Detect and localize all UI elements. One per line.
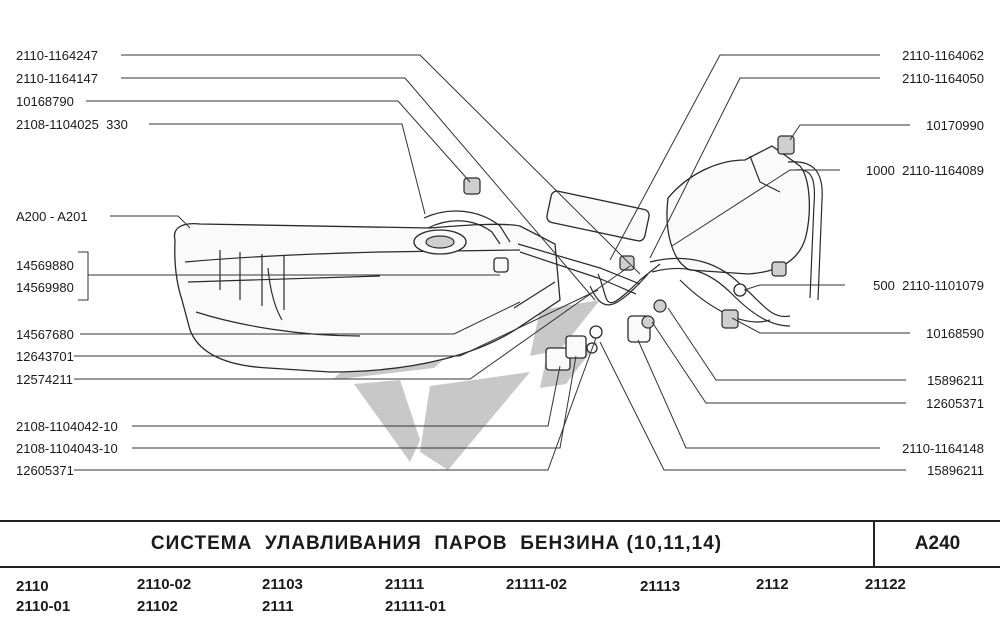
callouts-left: 2110-1164247 2110-1164147 10168790 2108-… (16, 48, 128, 478)
callout-left-13: 12605371 (16, 463, 74, 478)
callout-left-8: 14567680 (16, 327, 74, 342)
model-code: 2110-02 (137, 576, 192, 593)
model-code: 2110-01 (16, 598, 71, 615)
title-bar: СИСТЕМА УЛАВЛИВАНИЯ ПАРОВ БЕНЗИНА (10,11… (0, 520, 1000, 568)
model-code: 21113 (640, 578, 681, 595)
vapor-hoses (423, 177, 667, 371)
callout-right-5: 500 2110-1101079 (873, 278, 984, 293)
callout-right-6: 10168590 (926, 326, 984, 341)
callout-right-2: 2110-1164050 (902, 71, 984, 86)
parts-diagram: 2110-1164247 2110-1164147 10168790 2108-… (16, 48, 984, 478)
leader-lines-right (599, 54, 910, 471)
page-title: СИСТЕМА УЛАВЛИВАНИЯ ПАРОВ БЕНЗИНА (10,11… (150, 533, 723, 554)
callout-left-9: 12643701 (16, 349, 74, 364)
callout-left-2: 2110-1164147 (16, 71, 98, 86)
callout-right-4: 1000 2110-1164089 (866, 163, 984, 178)
page-code: A240 (873, 522, 1000, 566)
callout-left-12: 2108-1104043-10 (16, 441, 118, 456)
callout-left-7: 14569980 (16, 280, 74, 295)
model-code: 21122 (865, 576, 906, 593)
model-code: 21102 (137, 598, 178, 615)
callouts-right: 2110-1164062 2110-1164050 10170990 1000 … (866, 48, 984, 478)
callout-left-5: A200 - A201 (16, 209, 88, 224)
model-code: 2111 (262, 598, 294, 615)
model-code: 2112 (756, 576, 789, 593)
leader-lines-left (74, 54, 641, 471)
callout-right-1: 2110-1164062 (902, 48, 984, 63)
model-code: 21111-01 (385, 598, 446, 615)
callout-right-3: 10170990 (926, 118, 984, 133)
vapor-separator (649, 135, 823, 329)
callout-left-11: 2108-1104042-10 (16, 419, 118, 434)
callout-left-4: 2108-1104025 330 (16, 117, 128, 132)
model-code: 21103 (262, 576, 303, 593)
callout-right-7: 15896211 (927, 373, 984, 388)
callout-left-3: 10168790 (16, 94, 74, 109)
fuel-tank (173, 222, 561, 373)
callout-right-10: 15896211 (927, 463, 984, 478)
callout-right-8: 12605371 (926, 396, 984, 411)
model-code: 2110 (16, 578, 49, 595)
callout-right-9: 2110-1164148 (902, 441, 984, 456)
callout-left-6: 14569880 (16, 258, 74, 273)
model-code: 21111 (385, 576, 425, 593)
callout-left-10: 12574211 (16, 372, 73, 387)
model-code: 21111-02 (506, 576, 567, 593)
callout-left-1: 2110-1164247 (16, 48, 98, 63)
